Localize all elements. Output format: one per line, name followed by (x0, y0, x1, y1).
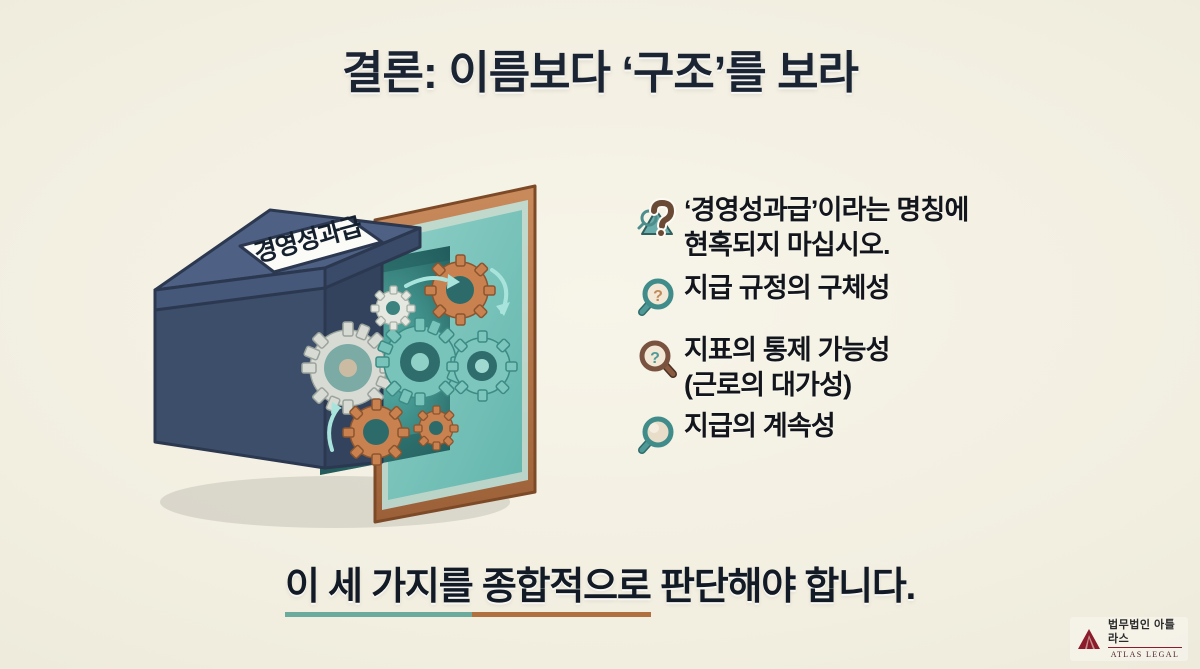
atlas-triangle-icon (1076, 626, 1102, 652)
magnifier-question-large-icon (630, 192, 684, 246)
list-item-label: 지표의 통제 가능성 (근로의 대가성) (684, 335, 891, 400)
gear-small-white (370, 285, 416, 331)
gear-medium-teal (446, 330, 518, 402)
gear-orange-bottom (342, 398, 410, 466)
atlas-legal-logo: 법무법인 아틀라스 ATLAS LEGAL (1070, 617, 1188, 661)
logo-text: 법무법인 아틀라스 ATLAS LEGAL (1108, 619, 1182, 659)
list-item-label: ‘경영성과급’이라는 명칭에 현혹되지 마십시오. (684, 195, 969, 260)
svg-text:?: ? (653, 288, 663, 305)
caption-segment-brown: 종합적으로 (472, 566, 652, 617)
list-item: ? 지급 규정의 구체성 (630, 268, 1100, 324)
list-item: ? 지표의 통제 가능성 (근로의 대가성) (630, 330, 1100, 402)
magnifier-question-brown-icon: ? (630, 332, 684, 386)
motion-arrow-heads (331, 274, 510, 414)
page-title: 결론: 이름보다 ‘구조’를 보라 (342, 47, 859, 98)
gear-small-orange (413, 405, 459, 451)
magnifier-question-teal-icon: ? (630, 270, 684, 324)
magnifier-plain-icon (630, 408, 684, 462)
svg-text:?: ? (650, 350, 660, 367)
caption-segment-plain: 판단해야 합니다. (650, 566, 916, 608)
box-body (153, 208, 422, 470)
list-item: 지급의 계속성 (630, 406, 1100, 462)
list-item: ‘경영성과급’이라는 명칭에 현혹되지 마십시오. (630, 190, 1100, 262)
logo-english: ATLAS LEGAL (1110, 649, 1180, 659)
gear-cluster (301, 254, 518, 466)
caption-segment-teal: 이 세 가지를 (284, 566, 474, 617)
logo-korean: 법무법인 아틀라스 (1108, 619, 1182, 648)
gear-orange-top (424, 254, 496, 326)
list-item-label: 지급 규정의 구체성 (684, 273, 891, 304)
criteria-list: ‘경영성과급’이라는 명칭에 현혹되지 마십시오. ? 지급 규정의 구체성 (630, 190, 1100, 470)
open-box-with-gears-illustration: 경영성과급 (120, 150, 640, 550)
summary-caption: 이 세 가지를 종합적으로 판단해야 합니다. (0, 555, 1200, 617)
list-item-label: 지급의 계속성 (684, 411, 836, 442)
